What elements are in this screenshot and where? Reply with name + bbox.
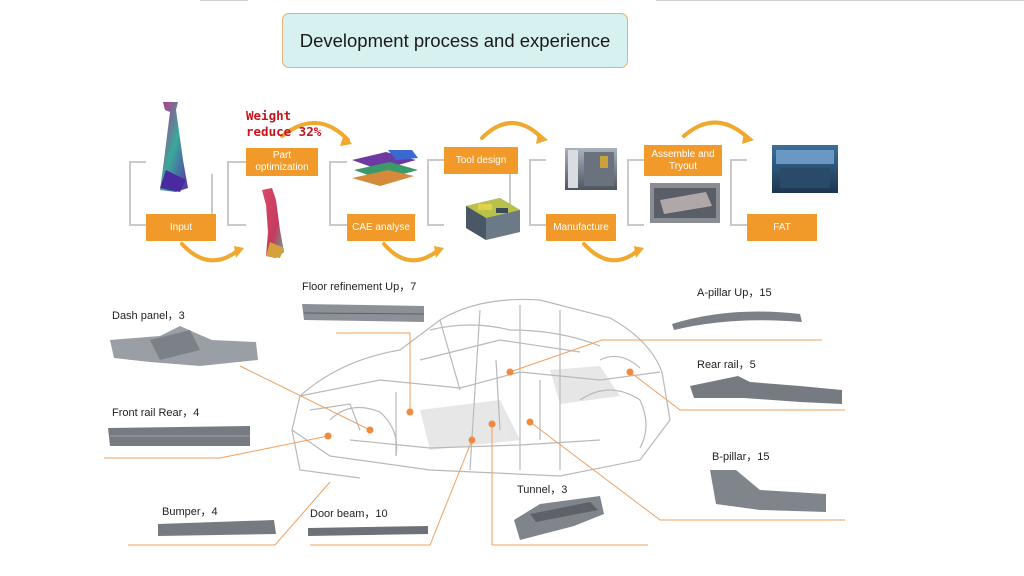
page-title: Development process and experience xyxy=(282,13,628,68)
manufacture-photo xyxy=(565,148,617,190)
rear-rail-part-image xyxy=(690,376,842,404)
optimized-part-image xyxy=(262,188,284,258)
label-b-pillar: B-pillar，15 xyxy=(712,451,770,463)
step-part-optimization: Part optimization xyxy=(246,148,318,176)
fat-photo xyxy=(772,145,838,193)
step-fat: FAT xyxy=(747,214,817,241)
floor-refinement-part-image xyxy=(302,304,425,322)
step-input: Input xyxy=(146,214,216,241)
step-assemble-and-tryout: Assemble and Tryout xyxy=(644,145,722,176)
label-rear-rail: Rear rail，5 xyxy=(697,359,756,371)
label-dash-panel: Dash panel，3 xyxy=(112,310,185,322)
dash-panel-part-image xyxy=(110,326,258,366)
label-front-rail-rear: Front rail Rear，4 xyxy=(112,407,200,419)
door-beam-part-image xyxy=(308,526,428,536)
label-a-pillar-up: A-pillar Up，15 xyxy=(697,287,772,299)
label-tunnel: Tunnel，3 xyxy=(517,484,568,496)
a-pillar-part-image xyxy=(672,311,802,330)
bumper-part-image xyxy=(158,520,276,536)
label-door-beam: Door beam，10 xyxy=(310,508,388,520)
step-cae-analyse: CAE analyse xyxy=(347,214,415,241)
assemble-photo xyxy=(650,183,720,223)
cae-image xyxy=(352,150,418,186)
b-pillar-part-image xyxy=(710,470,826,512)
weight-reduction-note: Weight reduce 32% xyxy=(246,108,322,139)
label-floor-refinement-up: Floor refinement Up，7 xyxy=(302,281,417,293)
tool-design-image xyxy=(466,198,520,240)
top-rule-right xyxy=(656,0,1024,1)
top-rule-left xyxy=(200,0,248,1)
front-rail-part-image xyxy=(108,426,250,446)
step-manufacture: Manufacture xyxy=(546,214,616,241)
label-bumper: Bumper，4 xyxy=(162,506,218,518)
input-part-image xyxy=(160,102,188,192)
tunnel-part-image xyxy=(514,496,604,540)
step-tool-design: Tool design xyxy=(444,147,518,174)
